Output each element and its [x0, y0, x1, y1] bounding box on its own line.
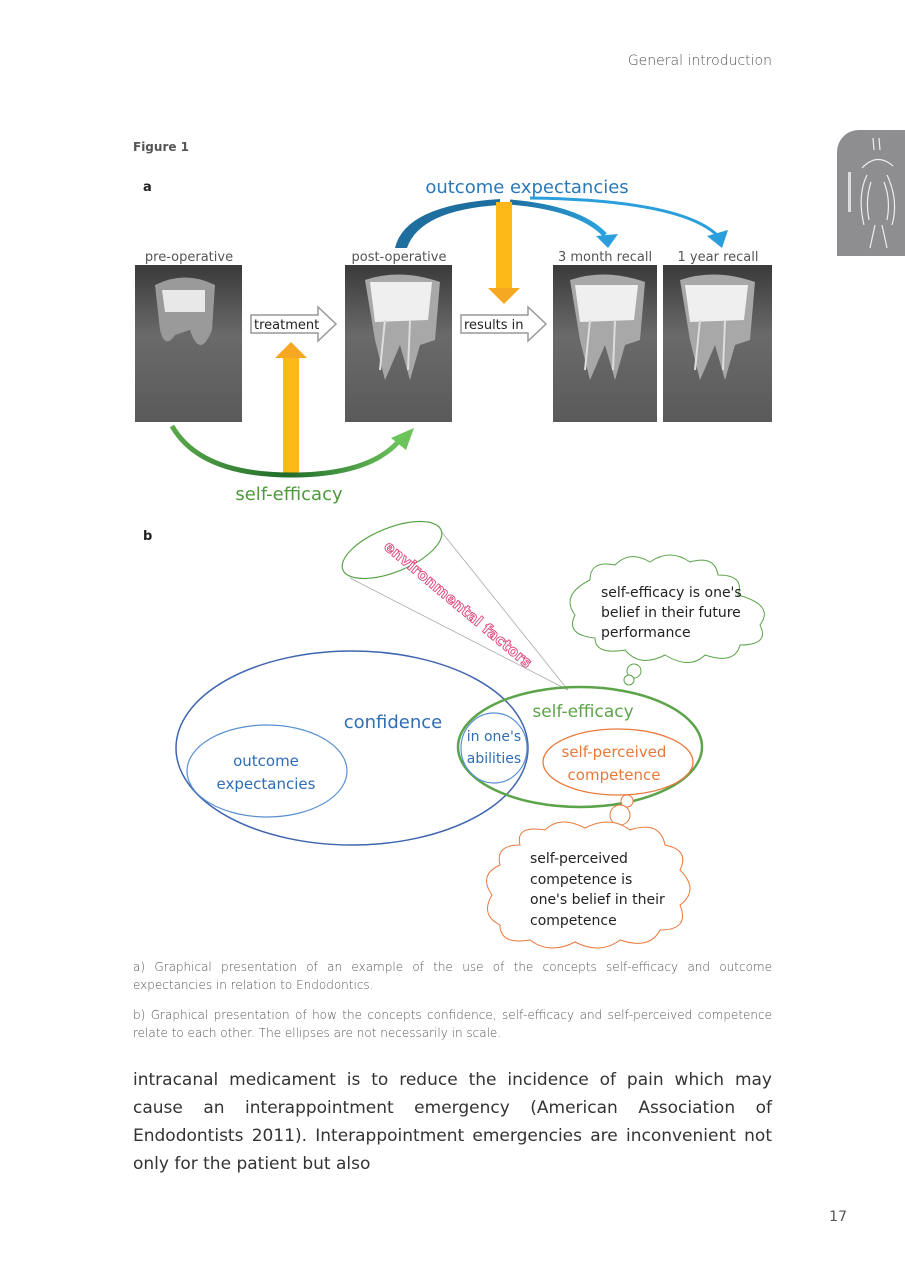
- spc-label-1: self-perceived: [562, 743, 667, 761]
- abilities-label-2: abilities: [467, 751, 521, 767]
- panel-b-letter: b: [143, 529, 152, 544]
- treatment-label: treatment: [254, 318, 319, 333]
- self-efficacy-arc: [169, 424, 414, 478]
- self-efficacy-label: self-efficacy: [532, 702, 633, 722]
- spc-label-2: competence: [568, 766, 661, 784]
- self-efficacy-thought-cloud: self-efficacy is one's belief in their f…: [569, 554, 765, 686]
- self-perceived-competence-ellipse: self-perceived competence: [542, 728, 694, 796]
- outcome-expectancies-heading: outcome expectancies: [425, 177, 628, 198]
- caption-b: b) Graphical presentation of how the con…: [133, 1008, 772, 1040]
- xray-pre-operative: [135, 265, 242, 422]
- stage-label-1-year: 1 year recall: [678, 250, 759, 265]
- confidence-ellipse: confidence: [175, 650, 529, 846]
- cloud1-line-3: performance: [601, 625, 691, 641]
- yellow-arrow-down: [488, 202, 520, 304]
- treatment-arrow: treatment: [250, 305, 338, 343]
- figure-label: Figure 1: [133, 140, 190, 154]
- chapter-thumb-tab: [837, 130, 905, 256]
- yellow-arrow-up: [275, 342, 307, 475]
- figure-1-diagram: a pre-operative post-operative 3 month r…: [135, 177, 772, 949]
- page-number: 17: [829, 1209, 847, 1225]
- results-in-label: results in: [464, 318, 524, 333]
- cloud1-line-2: belief in their future: [601, 605, 741, 621]
- outcome-label-2: expectancies: [217, 775, 316, 793]
- figure-sketch-icon: [848, 137, 896, 249]
- outcome-expectancies-ellipse: outcome expectancies: [186, 724, 348, 818]
- body-paragraph: intracanal medicament is to reduce the i…: [133, 1070, 772, 1174]
- xray-3-month-recall: [553, 265, 657, 422]
- cloud2-line-3: one's belief in their: [530, 892, 665, 908]
- outcome-label-1: outcome: [233, 752, 299, 770]
- running-head: General introduction: [627, 53, 772, 69]
- xray-1-year-recall: [663, 265, 772, 422]
- self-efficacy-ellipse: self-efficacy: [456, 685, 704, 809]
- panel-a-letter: a: [143, 180, 152, 195]
- cloud2-line-1: self-perceived: [530, 851, 628, 867]
- cloud2-line-4: competence: [530, 913, 617, 929]
- xray-post-operative: [345, 265, 452, 422]
- outcome-expectancies-arrows: [395, 196, 728, 248]
- self-efficacy-heading: self-efficacy: [235, 484, 343, 505]
- cloud1-line-1: self-efficacy is one's: [601, 585, 742, 601]
- self-perceived-competence-thought-cloud: self-perceived competence is one's belie…: [486, 794, 691, 949]
- environmental-factors-label: environmental factors: [380, 537, 535, 671]
- abilities-circle: in one's abilities: [460, 712, 528, 784]
- stage-label-3-month: 3 month recall: [558, 250, 652, 265]
- abilities-label-1: in one's: [467, 729, 521, 745]
- confidence-label: confidence: [344, 712, 443, 733]
- cloud2-line-2: competence is: [530, 872, 632, 888]
- environmental-factors-cone: environmental factors: [341, 520, 569, 691]
- caption-a: a) Graphical presentation of an example …: [133, 960, 772, 992]
- results-in-arrow: results in: [460, 305, 548, 343]
- stage-label-post-operative: post-operative: [352, 250, 447, 265]
- stage-label-pre-operative: pre-operative: [145, 250, 233, 265]
